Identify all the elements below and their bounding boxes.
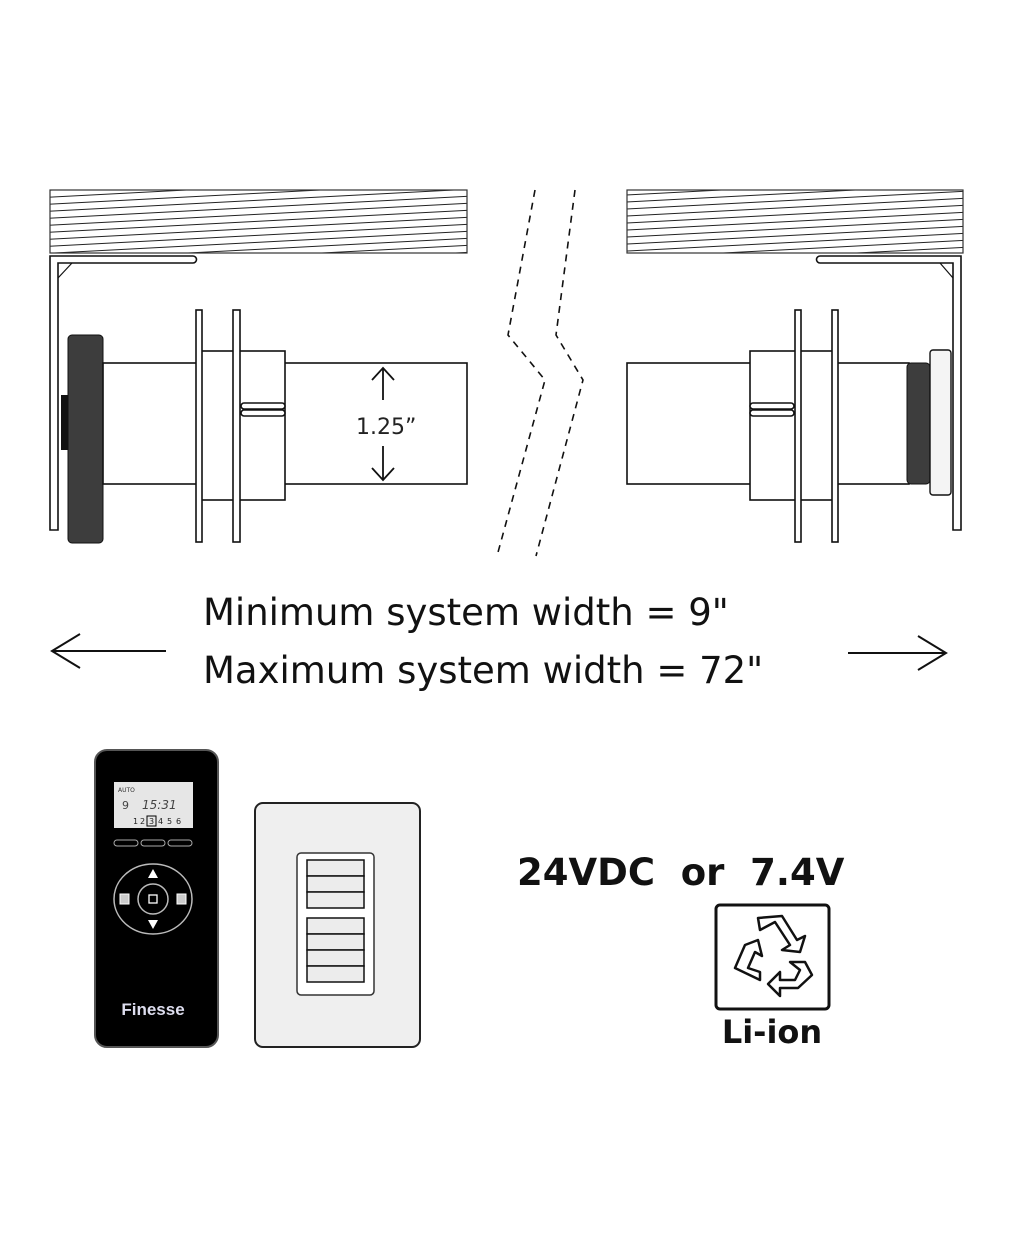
- left-flange-2: [232, 309, 241, 543]
- remote-up-icon[interactable]: [148, 869, 158, 878]
- right-bracket: [815, 255, 962, 531]
- remote-down-icon[interactable]: [148, 920, 158, 929]
- max-width-label: Maximum system width = 72": [203, 649, 763, 692]
- keypad-buttons[interactable]: [306, 859, 365, 983]
- right-collar: [749, 350, 838, 501]
- remote-stop-button[interactable]: [148, 894, 158, 904]
- svg-text:4: 4: [158, 817, 163, 826]
- width-arrows: [50, 633, 948, 671]
- remote-soft-button-1[interactable]: [113, 839, 139, 847]
- tube-diameter-label: 1.25”: [356, 415, 416, 440]
- remote-day: 9: [122, 799, 129, 812]
- right-flange-1: [794, 309, 802, 543]
- remote-dpad[interactable]: [113, 863, 193, 935]
- remote-screen: [114, 782, 193, 828]
- remote-channels: 1 2 3 4 5 6: [133, 815, 181, 827]
- wall-keypad: [254, 802, 421, 1048]
- svg-text:3: 3: [149, 817, 154, 826]
- remote-soft-button-3[interactable]: [167, 839, 193, 847]
- remote-left-icon[interactable]: [119, 893, 130, 905]
- right-endcap: [929, 349, 952, 496]
- left-assembly: 1.25”: [49, 189, 468, 544]
- left-bracket: [49, 255, 198, 531]
- remote-control: AUTO 9 15:31 1 2 3 4 5 6 Finesse: [94, 749, 219, 1048]
- min-width-label: Minimum system width = 9": [203, 591, 729, 634]
- left-collar: [200, 350, 286, 501]
- recycle-icon: [714, 903, 831, 1011]
- remote-soft-button-2[interactable]: [140, 839, 166, 847]
- left-flange-1: [195, 309, 203, 543]
- right-headrail-hatched: [626, 189, 964, 254]
- battery-label: Li-ion: [722, 1013, 822, 1051]
- svg-text:1: 1: [133, 817, 138, 826]
- svg-text:2: 2: [140, 817, 145, 826]
- remote-right-icon[interactable]: [176, 893, 187, 905]
- break-lines: [496, 189, 584, 557]
- left-headrail-hatched: [49, 189, 468, 254]
- right-motor-end: [906, 362, 931, 485]
- left-bracket-clip: [61, 395, 68, 450]
- left-motor-head: [67, 334, 104, 544]
- right-flange-2: [831, 309, 839, 543]
- remote-mode: AUTO: [118, 787, 135, 794]
- remote-brand-logo: Finesse: [121, 1000, 184, 1019]
- svg-text:5: 5: [167, 817, 172, 826]
- power-label: 24VDC or 7.4V: [517, 851, 845, 894]
- svg-text:6: 6: [176, 817, 181, 826]
- right-assembly: [626, 189, 964, 543]
- remote-time: 15:31: [142, 798, 177, 812]
- diameter-arrow: [371, 366, 395, 482]
